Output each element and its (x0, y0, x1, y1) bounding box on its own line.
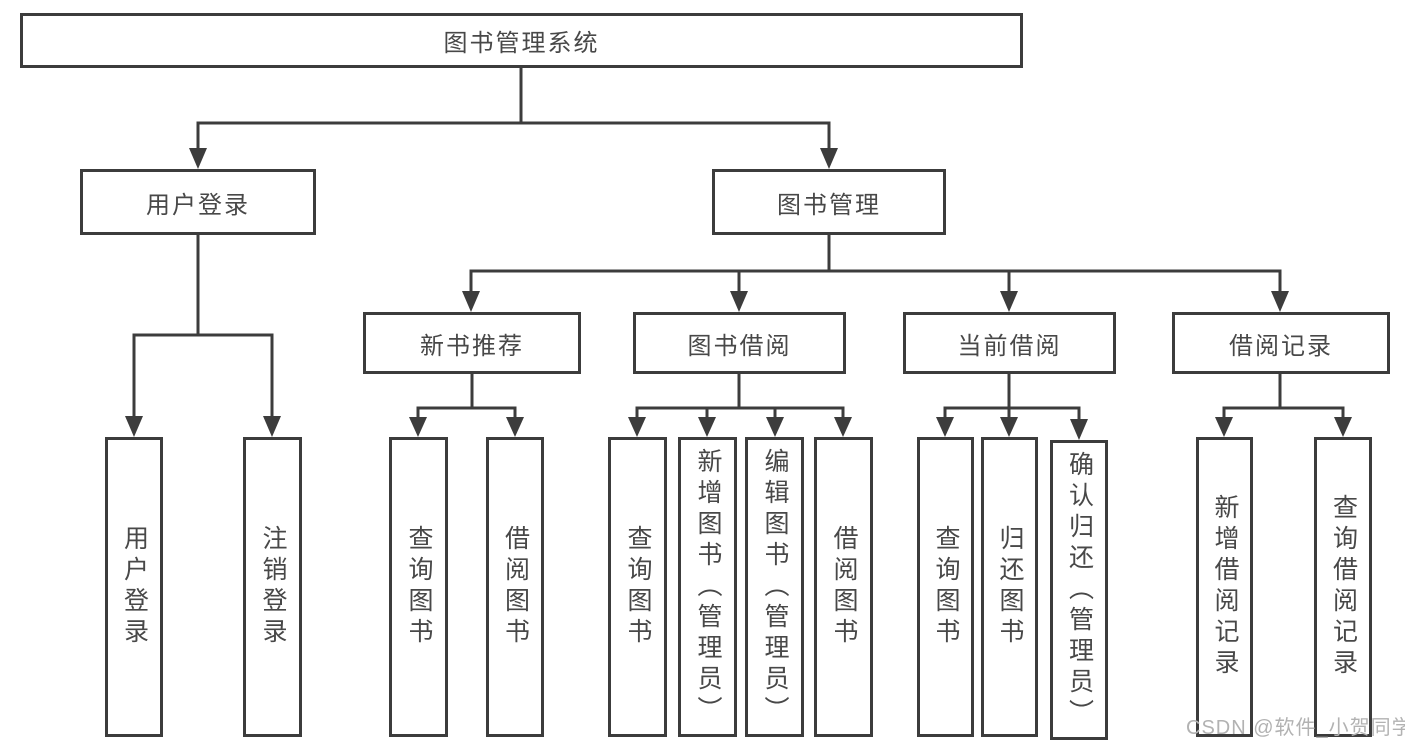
leaf-add-books-admin-label: 新增图书（管理员） (694, 447, 722, 727)
leaf-logout: 注销登录 (243, 437, 302, 737)
node-root-label: 图书管理系统 (443, 30, 600, 57)
leaf-current-query-books: 查询图书 (917, 437, 974, 737)
node-user-login: 用户登录 (80, 169, 316, 235)
watermark: CSDN @软件_小贺同学 (1186, 717, 1405, 739)
node-current-borrow: 当前借阅 (903, 312, 1116, 374)
node-book-borrow-label: 图书借阅 (687, 332, 792, 360)
connector-book-borrow-children (628, 374, 852, 437)
leaf-query-borrow-record: 查询借阅记录 (1314, 437, 1372, 737)
leaf-newbook-borrow-books-label: 借阅图书 (501, 525, 530, 649)
leaf-borrow-books-label: 借阅图书 (830, 525, 858, 649)
leaf-logout-label: 注销登录 (259, 525, 287, 649)
leaf-edit-books-admin: 编辑图书（管理员） (745, 437, 804, 737)
leaf-newbook-query-books: 查询图书 (389, 437, 448, 737)
leaf-current-query-books-label: 查询图书 (932, 525, 960, 649)
leaf-return-books-label: 归还图书 (996, 525, 1024, 649)
connector-records-children (1215, 374, 1352, 437)
leaf-user-login: 用户登录 (105, 437, 163, 737)
leaf-confirm-return-admin-label: 确认归还（管理员） (1065, 450, 1094, 730)
leaf-query-borrow-record-label: 查询借阅记录 (1329, 494, 1358, 680)
node-new-book-rec: 新书推荐 (363, 312, 581, 374)
leaf-return-books: 归还图书 (981, 437, 1038, 737)
node-user-login-label: 用户登录 (146, 191, 250, 219)
leaf-confirm-return-admin: 确认归还（管理员） (1050, 440, 1108, 740)
connector-book-mgmt-level3 (462, 235, 1289, 312)
node-book-borrow: 图书借阅 (633, 312, 846, 374)
connector-root-to-level2 (189, 68, 838, 169)
leaf-borrow-query-books: 查询图书 (608, 437, 667, 737)
node-book-mgmt-label: 图书管理 (777, 191, 881, 219)
leaf-borrow-books: 借阅图书 (814, 437, 873, 737)
node-borrow-records-label: 借阅记录 (1229, 332, 1333, 360)
node-borrow-records: 借阅记录 (1172, 312, 1390, 374)
node-root: 图书管理系统 (20, 13, 1023, 68)
leaf-add-books-admin: 新增图书（管理员） (678, 437, 737, 737)
connector-current-borrow-children (936, 374, 1088, 440)
leaf-user-login-label: 用户登录 (120, 525, 149, 649)
node-current-borrow-label: 当前借阅 (957, 332, 1062, 360)
leaf-add-borrow-record-label: 新增借阅记录 (1211, 494, 1239, 680)
node-new-book-rec-label: 新书推荐 (420, 332, 524, 360)
leaf-edit-books-admin-label: 编辑图书（管理员） (761, 447, 789, 727)
connector-user-login-children (125, 235, 281, 437)
node-book-mgmt: 图书管理 (712, 169, 946, 235)
leaf-newbook-borrow-books: 借阅图书 (486, 437, 544, 737)
connector-new-book-children (409, 374, 524, 437)
leaf-add-borrow-record: 新增借阅记录 (1196, 437, 1253, 737)
leaf-newbook-query-books-label: 查询图书 (405, 525, 433, 649)
leaf-borrow-query-books-label: 查询图书 (624, 525, 652, 649)
